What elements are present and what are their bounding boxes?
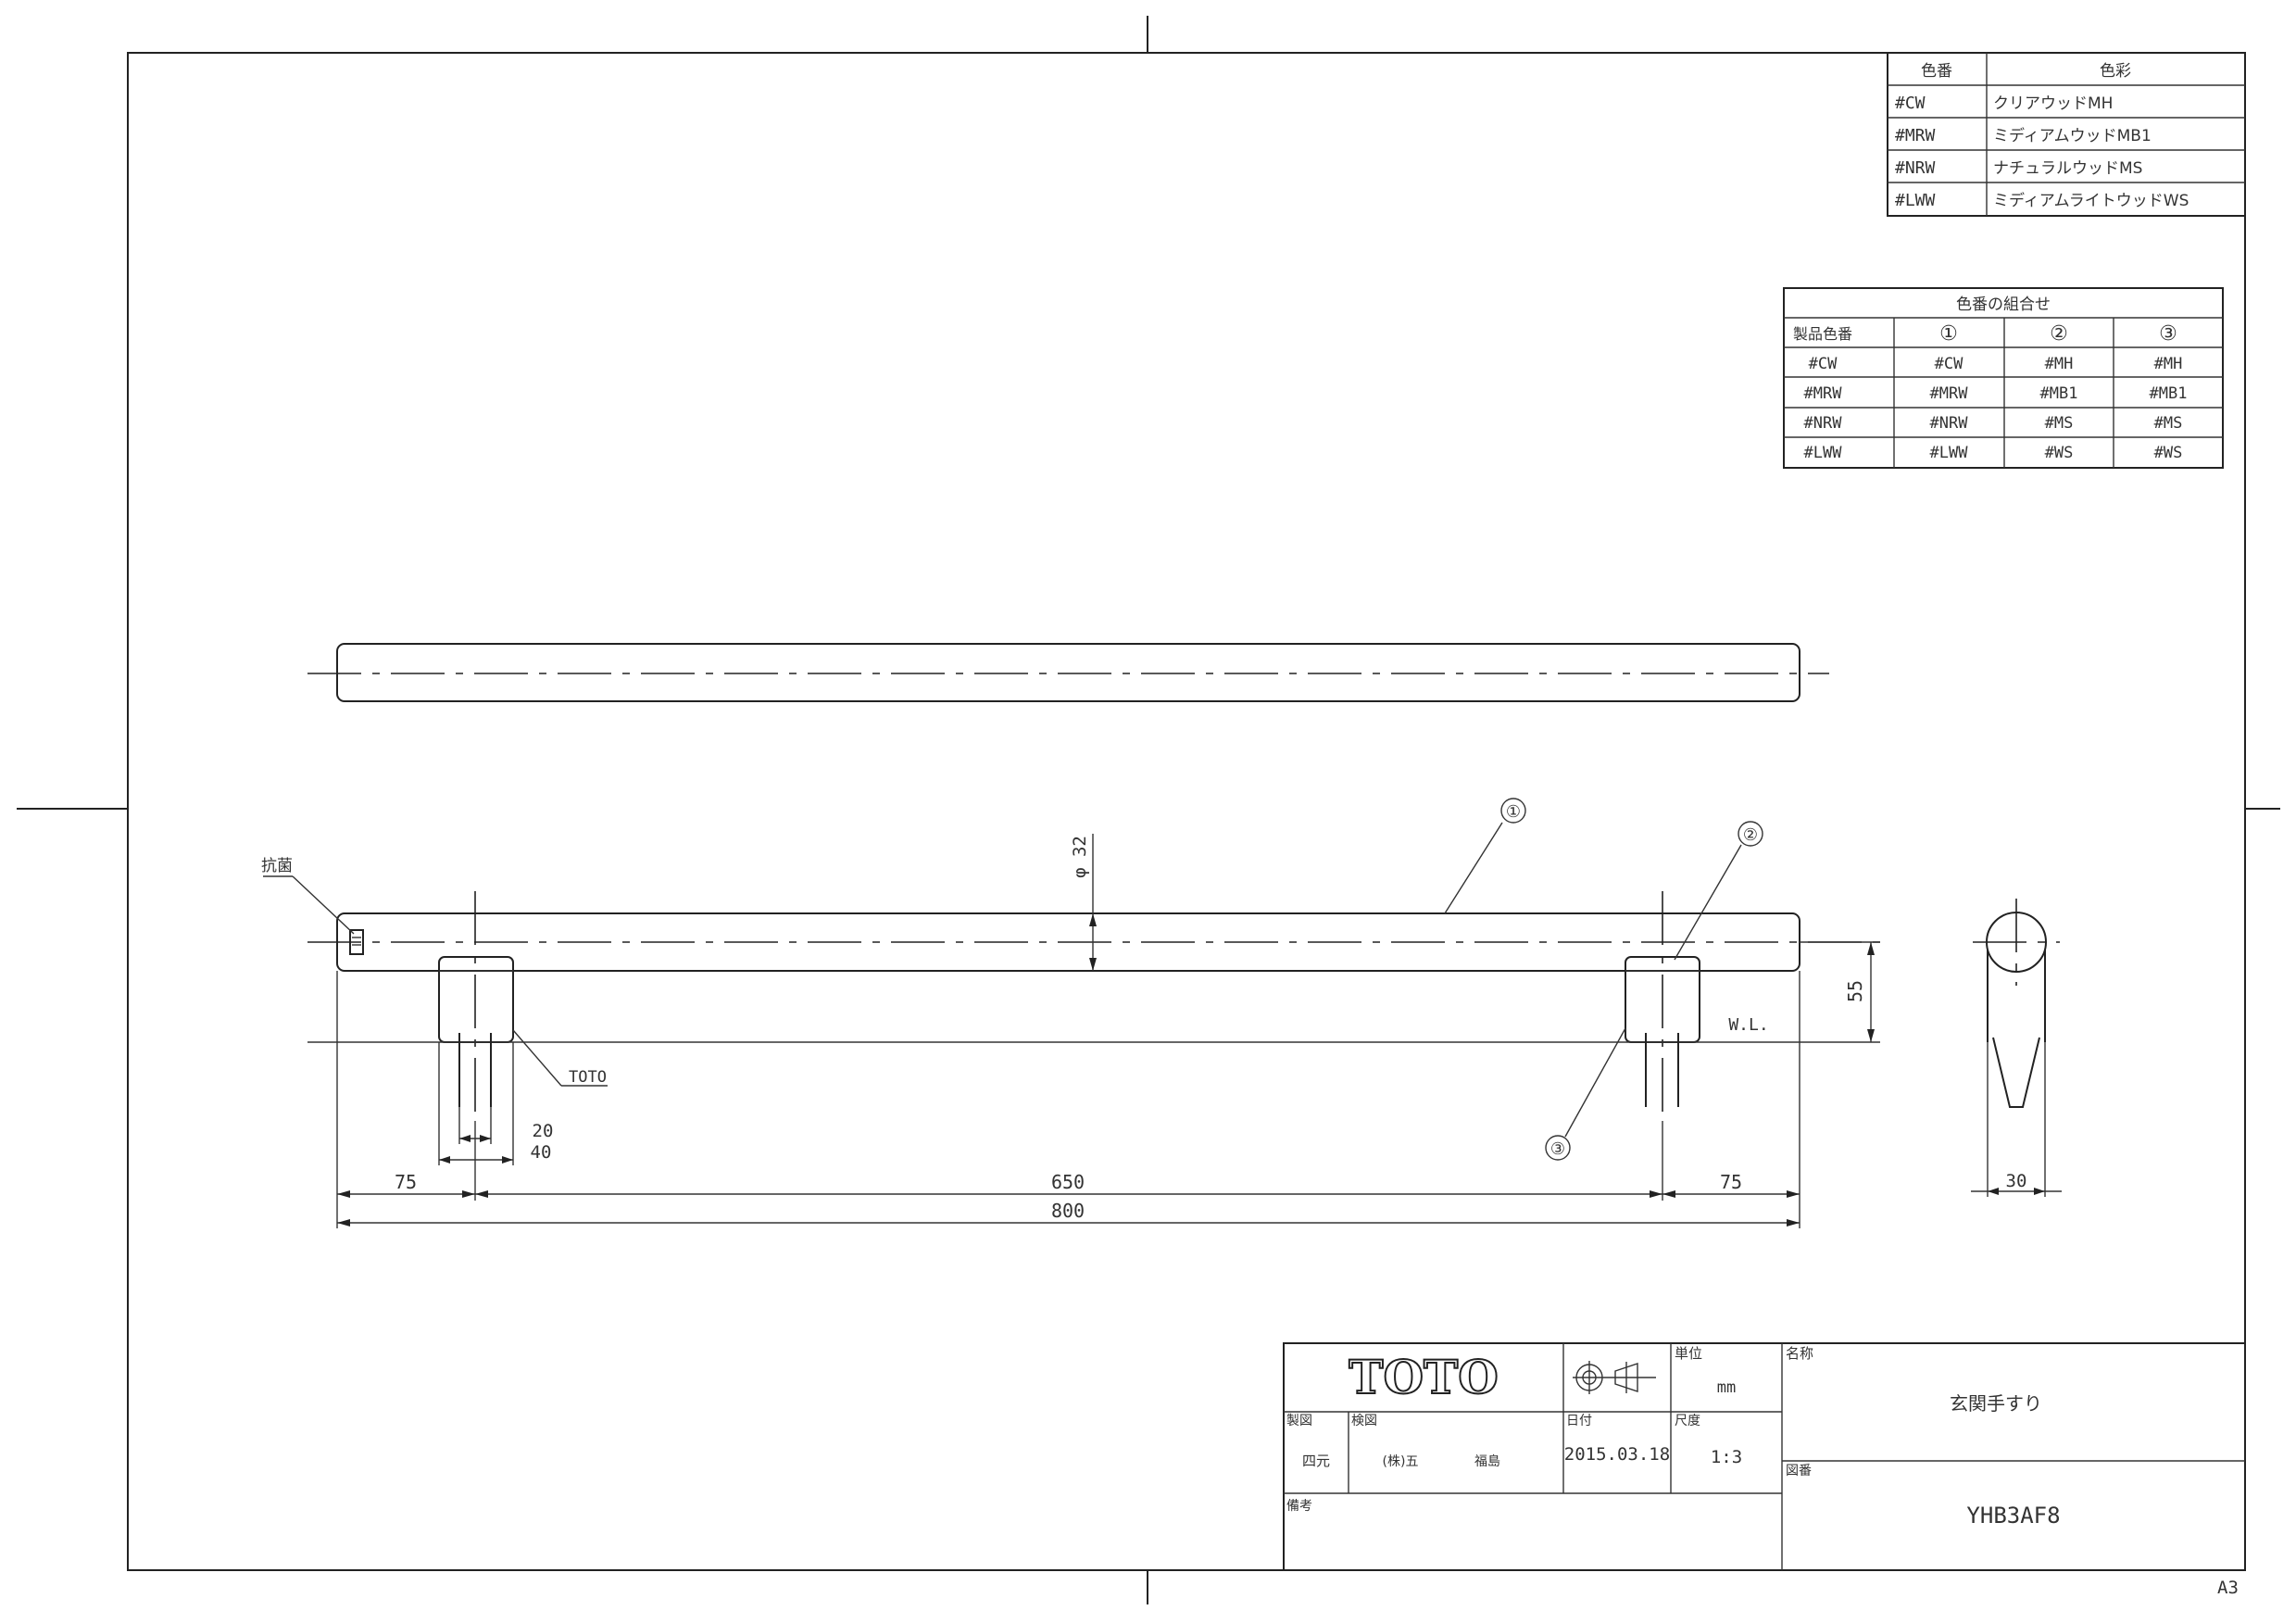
combo-table: 色番の組合せ 製品色番 ① ② ③ #CW #CW #MH #MH #MRW #… xyxy=(1783,287,2224,469)
leaders: 抗菌 TOTO ① ② ③ xyxy=(261,798,1763,1161)
combo-cell: #WS xyxy=(2154,444,2183,462)
unit-value: mm xyxy=(1717,1378,1736,1397)
dim-20: 20 xyxy=(533,1121,554,1141)
dim-30: 30 xyxy=(2006,1171,2027,1191)
color-code-cell: #LWW xyxy=(1895,191,1936,210)
drawing-frame xyxy=(127,52,2246,1571)
drafter-label: 製図 xyxy=(1286,1414,1312,1428)
dim-75-right: 75 xyxy=(1720,1171,1742,1193)
combo-cell: #CW xyxy=(1809,355,1838,373)
combo-cell: #MRW xyxy=(1804,384,1843,403)
dim-55: 55 xyxy=(1844,980,1866,1002)
checker-value: (株)五 xyxy=(1383,1454,1419,1469)
dimension-lines xyxy=(336,834,2062,1228)
product-name: 玄関手すり xyxy=(1950,1392,2042,1415)
corner-logo-icon xyxy=(19,1597,43,1617)
dim-40: 40 xyxy=(531,1142,552,1163)
wl-label: W.L. xyxy=(1728,1015,1768,1035)
balloon-3: ③ xyxy=(1550,1139,1565,1159)
drawing-no-label: 図番 xyxy=(1786,1464,1812,1478)
combo-cell: #MS xyxy=(2154,414,2183,433)
remarks-label: 備考 xyxy=(1286,1499,1312,1514)
name-label: 名称 xyxy=(1786,1345,1813,1362)
combo-cell: #NRW xyxy=(1930,414,1969,433)
color-table-header-code: 色番 xyxy=(1921,62,1952,81)
dim-phi32: φ 32 xyxy=(1070,836,1090,878)
color-code-cell: #CW xyxy=(1895,94,1926,113)
scale-value: 1:3 xyxy=(1711,1447,1742,1467)
checker-label: 検図 xyxy=(1351,1414,1377,1428)
combo-header-product: 製品色番 xyxy=(1793,325,1852,343)
approver-value: 福島 xyxy=(1474,1454,1500,1469)
brand-mark-label: TOTO xyxy=(569,1068,607,1087)
combo-cell: #MH xyxy=(2045,355,2074,373)
combo-cell: #WS xyxy=(2045,444,2074,462)
combo-cell: #MH xyxy=(2154,355,2183,373)
drawing-number: YHB3AF8 xyxy=(1966,1503,2060,1529)
color-name-cell: ミディアムウッドMB1 xyxy=(1993,126,2152,145)
date-value: 2015.03.18 xyxy=(1564,1444,1670,1465)
antibacterial-label: 抗菌 xyxy=(261,857,293,875)
drafter-value: 四元 xyxy=(1302,1453,1330,1469)
scale-label: 尺度 xyxy=(1675,1414,1700,1428)
combo-cell: #MRW xyxy=(1930,384,1969,403)
color-name-cell: クリアウッドMH xyxy=(1993,94,2113,113)
color-name-cell: ミディアムライトウッドWS xyxy=(1993,191,2189,210)
combo-table-title: 色番の組合せ xyxy=(1956,296,2051,314)
projection-symbol-icon xyxy=(1573,1361,1656,1394)
combo-cell: #LWW xyxy=(1804,444,1843,462)
combo-cell: #MS xyxy=(2045,414,2074,433)
combo-cell: #NRW xyxy=(1804,414,1843,433)
balloon-1: ① xyxy=(1506,802,1521,822)
left-bracket xyxy=(438,956,514,1043)
balloon-2: ② xyxy=(1743,825,1758,845)
color-code-cell: #MRW xyxy=(1895,126,1936,145)
right-screws xyxy=(1645,1033,1679,1107)
dim-75-left: 75 xyxy=(395,1171,417,1193)
antibacterial-mark xyxy=(349,929,364,955)
combo-header-part1: ① xyxy=(1939,322,1958,346)
sheet-size: A3 xyxy=(2217,1578,2239,1598)
title-block: TOTO 単位 mm 名称 玄関手すり 製図 四元 検図 (株)五 福島 日付 … xyxy=(1283,1342,2246,1571)
combo-cell: #MB1 xyxy=(2150,384,2188,403)
color-table: 色番 色彩 #CW クリアウッドMH #MRW ミディアムウッドMB1 #NRW… xyxy=(1887,52,2246,217)
combo-header-part2: ② xyxy=(2050,322,2068,346)
top-view xyxy=(307,643,1829,702)
dim-650: 650 xyxy=(1051,1171,1085,1193)
title-block-logo: TOTO xyxy=(1349,1350,1499,1404)
combo-cell: #CW xyxy=(1935,355,1964,373)
dim-800: 800 xyxy=(1051,1200,1085,1222)
combo-header-part3: ③ xyxy=(2159,322,2177,346)
color-code-cell: #NRW xyxy=(1895,158,1936,178)
unit-label: 単位 xyxy=(1675,1345,1702,1362)
color-name-cell: ナチュラルウッドMS xyxy=(1993,159,2142,178)
date-label: 日付 xyxy=(1566,1414,1592,1428)
combo-cell: #LWW xyxy=(1930,444,1969,462)
side-view xyxy=(1973,899,2060,1197)
color-table-header-color: 色彩 xyxy=(2100,62,2131,81)
left-screws xyxy=(458,1033,492,1107)
combo-cell: #MB1 xyxy=(2040,384,2078,403)
dimension-labels: 75 650 75 800 20 40 30 55 φ 32 W.L. xyxy=(395,836,2026,1222)
